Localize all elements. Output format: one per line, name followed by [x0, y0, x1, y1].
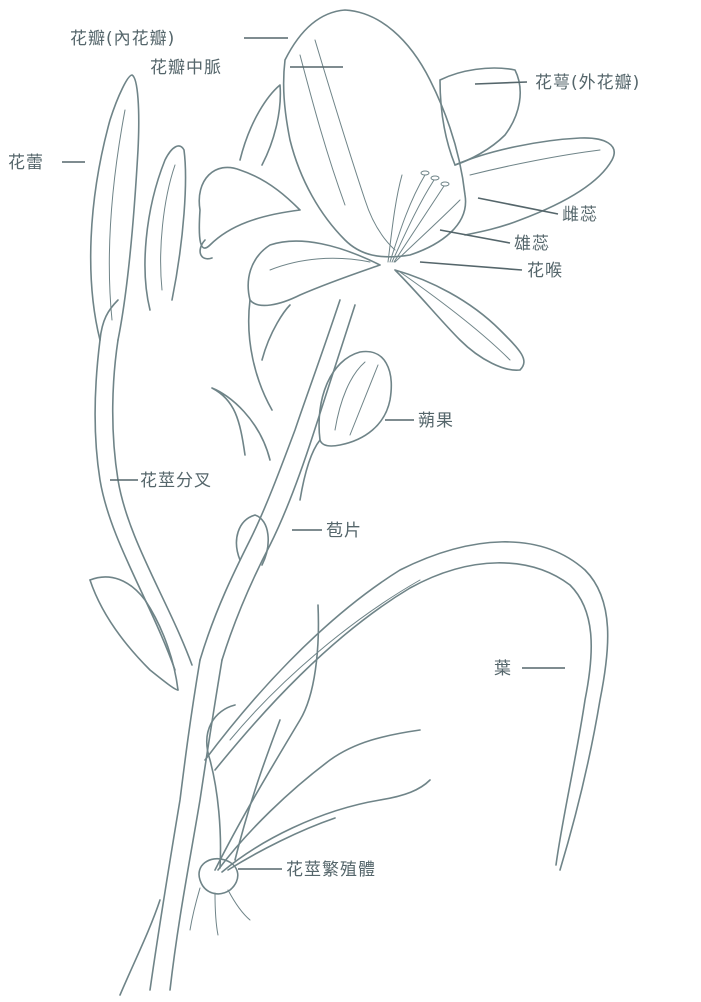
- leader-lines: [62, 37, 565, 870]
- stamens-pistil: [387, 170, 461, 263]
- sepal: [439, 67, 615, 236]
- capsule: [299, 350, 392, 501]
- main-stem: [119, 659, 223, 996]
- proliferation-node: [189, 858, 251, 936]
- label-petal-midrib: 花瓣中脈: [150, 58, 222, 78]
- label-pistil: 雌蕊: [562, 205, 598, 225]
- label-inner-petal: 花瓣(內花瓣): [70, 29, 175, 49]
- proliferation-leaves: [206, 604, 431, 873]
- leaf: [204, 541, 609, 871]
- label-stamen: 雄蕊: [514, 234, 550, 254]
- label-sepal: 花萼(外花瓣): [535, 73, 640, 93]
- label-bud: 花蕾: [8, 153, 44, 173]
- right-branch: [199, 299, 356, 661]
- label-bract: 苞片: [326, 521, 362, 541]
- label-proliferation: 花莖繁殖體: [286, 860, 376, 880]
- bracts: [211, 299, 291, 566]
- leader-sepal: [474, 81, 528, 85]
- label-scape-branch: 花莖分叉: [140, 471, 212, 491]
- labels: 花瓣(內花瓣) 花瓣中脈 花萼(外花瓣) 花蕾 雌蕊 雄蕊 花喉 蒴果 花莖分叉…: [8, 29, 640, 880]
- branch-bract: [89, 576, 179, 691]
- plant-illustration: [89, 9, 615, 996]
- label-leaf: 葉: [494, 659, 512, 679]
- inner-petal: [282, 9, 467, 258]
- lower-right-petal: [394, 269, 525, 371]
- leader-stamen: [439, 229, 511, 244]
- left-branch: [94, 299, 193, 671]
- leader-throat: [419, 261, 523, 271]
- leader-pistil: [477, 197, 559, 215]
- small-buds: [198, 84, 301, 260]
- flower-bud-1: [89, 74, 140, 341]
- label-throat: 花喉: [527, 261, 563, 281]
- flower-bud-2: [144, 145, 187, 311]
- label-capsule: 蒴果: [418, 411, 454, 431]
